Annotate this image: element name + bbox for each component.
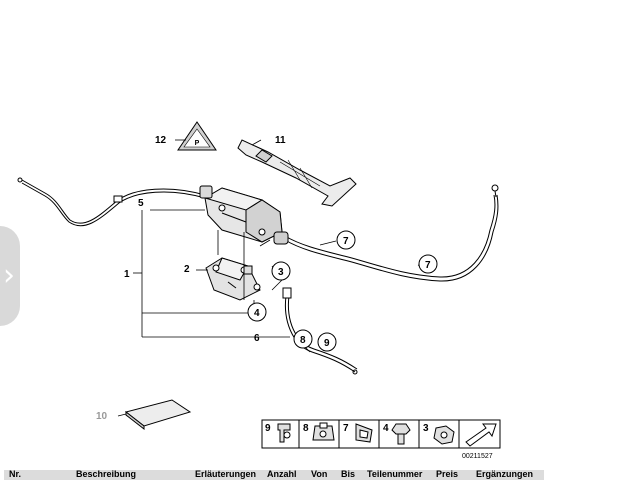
- grommet-clip-icon: [355, 423, 373, 443]
- lower-cable: [282, 287, 358, 375]
- legend-num-4: 4: [383, 423, 389, 434]
- bolt-part: [243, 265, 253, 275]
- callout-1: 1: [124, 269, 130, 280]
- warning-label: P: [177, 121, 217, 151]
- callout-10: 10: [96, 411, 108, 422]
- mounting-bracket: [205, 257, 261, 301]
- cable-holder-icon: [312, 422, 335, 441]
- callout-9: 9: [324, 338, 330, 349]
- chevron-right-icon: ›: [3, 258, 15, 293]
- release-handle: [237, 139, 357, 207]
- callout-2: 2: [184, 264, 190, 275]
- callout-12: 12: [155, 135, 167, 146]
- callout-5: 5: [138, 198, 144, 209]
- warning-label-text: P: [195, 140, 200, 147]
- callout-4: 4: [254, 308, 260, 319]
- col-von: Von: [311, 470, 328, 479]
- left-cable: [17, 177, 206, 227]
- callout-11: 11: [275, 135, 286, 146]
- side-panel-tab[interactable]: ›: [0, 226, 20, 326]
- hex-nut-icon: [433, 425, 455, 445]
- col-ergaenzungen: Ergänzungen: [476, 470, 534, 479]
- legend-num-9: 9: [265, 423, 271, 434]
- right-cable: [284, 184, 499, 282]
- hex-bolt-icon: [391, 423, 411, 445]
- col-beschreibung: Beschreibung: [76, 470, 137, 479]
- callout-7a: 7: [343, 236, 349, 247]
- leader-lines: [117, 139, 431, 417]
- col-erlaeuterungen: Erläuterungen: [195, 470, 257, 479]
- arrow-icon: [465, 423, 497, 447]
- sheet-part: [124, 399, 192, 431]
- callout-6: 6: [254, 333, 260, 344]
- col-nr: Nr.: [9, 470, 22, 479]
- catalog-number: 00211527: [462, 453, 493, 460]
- callout-3: 3: [278, 267, 284, 278]
- col-anzahl: Anzahl: [267, 470, 297, 479]
- parts-legend: 9 8 7 4 3 00211527: [261, 419, 501, 460]
- legend-num-7: 7: [343, 423, 349, 434]
- col-preis: Preis: [436, 470, 459, 479]
- callout-8: 8: [300, 335, 306, 346]
- legend-num-3: 3: [423, 423, 429, 434]
- parts-table-header: Nr. Beschreibung Erläuterungen Anzahl Vo…: [4, 470, 544, 480]
- callout-7b: 7: [425, 260, 431, 271]
- legend-num-8: 8: [303, 423, 309, 434]
- callout-circles: [247, 230, 438, 352]
- col-bis: Bis: [341, 470, 356, 479]
- col-teilenummer: Teilenummer: [367, 470, 423, 479]
- cable-clip-icon: [277, 423, 291, 443]
- brake-actuator: [199, 185, 289, 245]
